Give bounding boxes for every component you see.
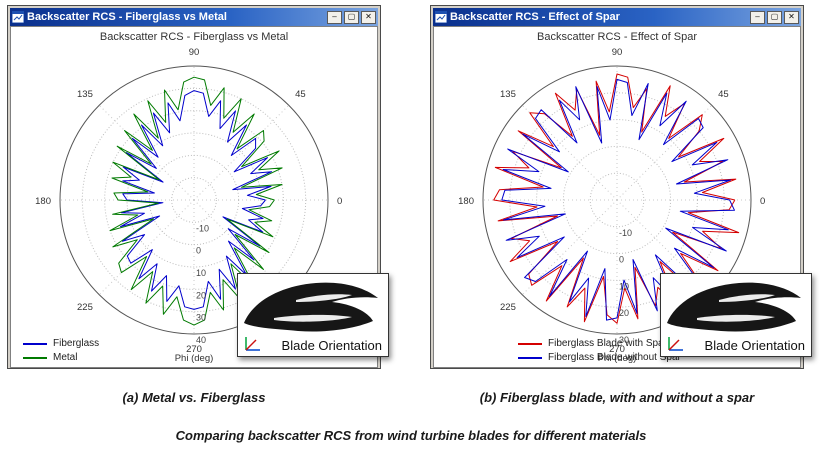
chart-title: Backscatter RCS - Effect of Spar bbox=[537, 31, 697, 43]
figure-caption: Comparing backscatter RCS from wind turb… bbox=[175, 428, 647, 443]
svg-text:Phi (deg): Phi (deg) bbox=[175, 353, 214, 364]
svg-text:-10: -10 bbox=[196, 223, 209, 233]
legend-item: Metal bbox=[23, 352, 99, 363]
svg-text:90: 90 bbox=[612, 47, 623, 58]
svg-text:135: 135 bbox=[500, 89, 516, 100]
svg-text:Phi (deg): Phi (deg) bbox=[598, 353, 637, 364]
svg-text:0: 0 bbox=[619, 255, 624, 265]
svg-text:10: 10 bbox=[196, 268, 206, 278]
svg-text:90: 90 bbox=[189, 47, 200, 58]
minimize-button[interactable]: – bbox=[750, 10, 765, 24]
svg-text:20: 20 bbox=[619, 308, 629, 318]
svg-text:-10: -10 bbox=[619, 228, 632, 238]
close-button[interactable]: ✕ bbox=[784, 10, 799, 24]
legend: Fiberglass Blade with Spar Fiberglass Bl… bbox=[518, 338, 681, 363]
axis-triad-icon bbox=[668, 337, 683, 351]
blade-orientation-inset: Blade Orientation bbox=[237, 273, 389, 357]
window-icon bbox=[435, 11, 447, 23]
window-controls: – ▢ ✕ bbox=[750, 10, 799, 24]
svg-text:225: 225 bbox=[77, 302, 93, 313]
svg-text:20: 20 bbox=[196, 290, 206, 300]
blade-image bbox=[244, 282, 378, 332]
legend-swatch bbox=[518, 342, 542, 345]
blade-image bbox=[667, 282, 801, 332]
svg-text:30: 30 bbox=[619, 335, 629, 345]
svg-text:270: 270 bbox=[609, 344, 625, 355]
svg-text:0: 0 bbox=[196, 246, 201, 256]
window-fiberglass-vs-metal: Backscatter RCS - Fiberglass vs Metal – … bbox=[7, 5, 389, 369]
axis-triad-icon bbox=[245, 337, 260, 351]
maximize-button[interactable]: ▢ bbox=[344, 10, 359, 24]
window-title: Backscatter RCS - Effect of Spar bbox=[450, 11, 620, 23]
legend-swatch bbox=[23, 356, 47, 359]
legend-item: Fiberglass Blade with Spar bbox=[518, 338, 681, 349]
legend-item: Fiberglass Blade without Spar bbox=[518, 352, 681, 363]
titlebar[interactable]: Backscatter RCS - Effect of Spar – ▢ ✕ bbox=[433, 8, 801, 26]
svg-text:10: 10 bbox=[619, 281, 629, 291]
titlebar[interactable]: Backscatter RCS - Fiberglass vs Metal – … bbox=[10, 8, 378, 26]
client-area: Backscatter RCS - Effect of Spar 0 45 90 13… bbox=[433, 26, 812, 368]
svg-text:45: 45 bbox=[295, 89, 306, 100]
svg-text:0: 0 bbox=[337, 196, 342, 207]
maximize-button[interactable]: ▢ bbox=[767, 10, 782, 24]
close-button[interactable]: ✕ bbox=[361, 10, 376, 24]
legend-swatch bbox=[23, 342, 47, 345]
svg-text:225: 225 bbox=[500, 302, 516, 313]
inset-label: Blade Orientation bbox=[281, 338, 382, 353]
minimize-button[interactable]: – bbox=[327, 10, 342, 24]
legend-label: Fiberglass bbox=[53, 338, 100, 349]
svg-text:30: 30 bbox=[196, 313, 206, 323]
legend-label: Fiberglass Blade without Spar bbox=[548, 352, 681, 363]
svg-text:45: 45 bbox=[718, 89, 729, 100]
caption-left: (a) Metal vs. Fiberglass bbox=[122, 390, 266, 405]
svg-text:180: 180 bbox=[35, 196, 51, 207]
window-title: Backscatter RCS - Fiberglass vs Metal bbox=[27, 11, 227, 23]
svg-text:270: 270 bbox=[186, 344, 202, 355]
legend-label: Fiberglass Blade with Spar bbox=[548, 338, 667, 349]
caption-right: (b) Fiberglass blade, with and without a… bbox=[479, 390, 755, 405]
window-effect-of-spar: Backscatter RCS - Effect of Spar – ▢ ✕ B… bbox=[430, 5, 812, 369]
window-icon bbox=[12, 11, 24, 23]
client-area: Backscatter RCS - Fiberglass vs Metal 0 4… bbox=[10, 26, 389, 368]
svg-text:180: 180 bbox=[458, 196, 474, 207]
svg-text:135: 135 bbox=[77, 89, 93, 100]
window-controls: – ▢ ✕ bbox=[327, 10, 376, 24]
svg-text:40: 40 bbox=[196, 335, 206, 345]
legend: Fiberglass Metal bbox=[23, 338, 99, 363]
legend-item: Fiberglass bbox=[23, 338, 99, 349]
svg-text:0: 0 bbox=[760, 196, 765, 207]
legend-swatch bbox=[518, 356, 542, 359]
inset-label: Blade Orientation bbox=[704, 338, 805, 353]
legend-label: Metal bbox=[53, 352, 78, 363]
chart-title: Backscatter RCS - Fiberglass vs Metal bbox=[99, 31, 289, 43]
blade-orientation-inset: Blade Orientation bbox=[660, 273, 812, 357]
